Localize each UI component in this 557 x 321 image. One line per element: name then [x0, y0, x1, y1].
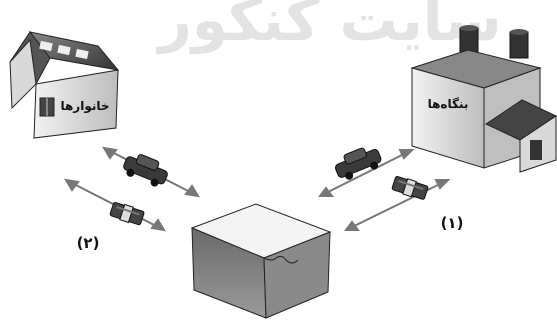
- watermark-text: سایت کنکور: [155, 0, 501, 55]
- arrow-right-money: [344, 179, 451, 231]
- car-icon: [334, 147, 382, 180]
- money-icon: [391, 176, 429, 200]
- firms-label: بنگاه‌ها: [428, 97, 469, 111]
- flow-label-right: (۱): [441, 214, 464, 232]
- market-block: [190, 203, 332, 319]
- car-icon: [123, 154, 168, 187]
- money-icon: [109, 202, 145, 226]
- arrow-right-goods: [318, 149, 415, 197]
- flow-label-left: (۲): [77, 234, 100, 252]
- households-label: خانوارها: [60, 99, 109, 114]
- house-front-wall: [33, 69, 119, 139]
- firms-factory: بنگاه‌ها: [410, 25, 557, 173]
- households-house: خانوارها: [9, 31, 120, 139]
- chimney: [509, 31, 529, 59]
